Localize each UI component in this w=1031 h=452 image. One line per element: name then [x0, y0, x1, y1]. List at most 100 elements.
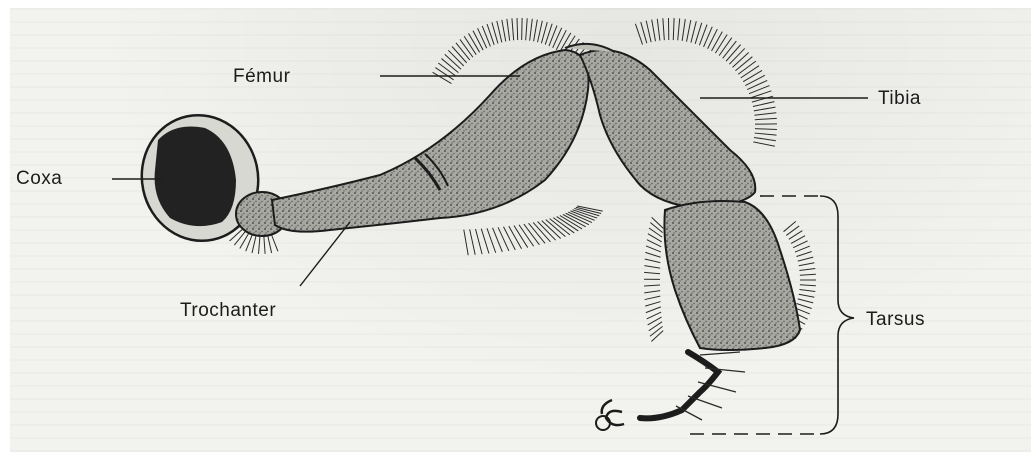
bristle [435, 68, 453, 80]
bristle [652, 20, 656, 42]
bristle [651, 331, 663, 342]
bristle [741, 66, 759, 78]
bristle [470, 229, 476, 254]
bristle [754, 107, 776, 111]
bristle [553, 28, 562, 48]
bristle [478, 28, 487, 48]
tarsus-segment [596, 201, 800, 430]
bristle [497, 21, 502, 42]
femur-segment [272, 50, 589, 232]
bristle [657, 19, 660, 41]
bristle [650, 326, 663, 336]
bristle [441, 59, 458, 73]
bristle [512, 18, 514, 40]
bristle [650, 223, 662, 233]
bristle [473, 31, 483, 51]
label-coxa: Coxa [16, 168, 62, 190]
bristle [271, 235, 278, 252]
bristle [687, 20, 691, 42]
bristle [726, 45, 741, 62]
bristle [755, 118, 777, 119]
bristle [755, 129, 777, 130]
bristle [753, 142, 775, 146]
bristle [560, 215, 582, 228]
bristle [678, 18, 680, 40]
bristle [712, 32, 723, 51]
bristle [732, 52, 748, 67]
bristle [526, 18, 528, 40]
bristle [502, 20, 506, 42]
bristle [800, 274, 816, 275]
bristle [793, 241, 807, 248]
bristle [517, 18, 518, 40]
bristle [264, 236, 265, 254]
bristle [259, 236, 260, 254]
bristle [460, 39, 473, 57]
bristle [563, 214, 586, 226]
bristle [635, 24, 642, 45]
bristle [798, 257, 813, 261]
bristle [557, 217, 579, 231]
bristle [448, 50, 463, 66]
bristle [476, 229, 483, 254]
bristle [252, 235, 256, 253]
bristle [641, 22, 647, 43]
bristle [747, 80, 767, 89]
bristle [646, 307, 661, 313]
bristle [738, 61, 756, 74]
bristle [799, 290, 815, 292]
bristle [799, 294, 815, 297]
bristle [795, 246, 810, 252]
bristle [800, 285, 816, 286]
bristle [438, 63, 456, 76]
bristle [754, 113, 776, 116]
bristle [754, 137, 776, 140]
bristle [729, 48, 744, 64]
bristle [652, 217, 664, 228]
bristle [568, 212, 592, 222]
bristle [644, 272, 660, 273]
bristle [719, 38, 732, 56]
bristle [464, 36, 476, 54]
bristle [645, 259, 661, 263]
bristle [469, 33, 480, 52]
bristle [514, 225, 528, 247]
bristle [682, 19, 685, 41]
bristle [504, 227, 516, 250]
bristle [498, 227, 509, 251]
bristle [735, 57, 752, 71]
bristle [646, 246, 661, 252]
bristle [534, 20, 538, 42]
bristle [234, 231, 245, 245]
bristle [433, 72, 452, 83]
bristle [509, 226, 522, 249]
bristle [796, 252, 811, 257]
label-trochanter: Trochanter [180, 300, 276, 322]
bristle [445, 54, 461, 69]
bristle [646, 21, 651, 42]
bristle [456, 43, 470, 60]
label-tarsus: Tarsus [866, 309, 925, 331]
bristle [799, 263, 815, 266]
bristle [481, 229, 489, 254]
bristle [708, 29, 718, 49]
bristle [644, 266, 660, 269]
bristle [644, 291, 660, 293]
bristle [663, 18, 664, 40]
bristle [755, 133, 777, 135]
bristle [752, 96, 773, 102]
bristle [743, 70, 762, 81]
bristle [464, 230, 468, 256]
bristle [745, 75, 764, 85]
bristle [553, 218, 574, 233]
bristle [647, 312, 661, 319]
bristle [268, 235, 272, 253]
bristle [796, 303, 811, 308]
bristle [507, 19, 510, 41]
bristle [723, 41, 737, 58]
bristle [644, 285, 660, 286]
bristle [673, 18, 674, 40]
bristle [538, 21, 543, 42]
bristle [566, 213, 589, 224]
